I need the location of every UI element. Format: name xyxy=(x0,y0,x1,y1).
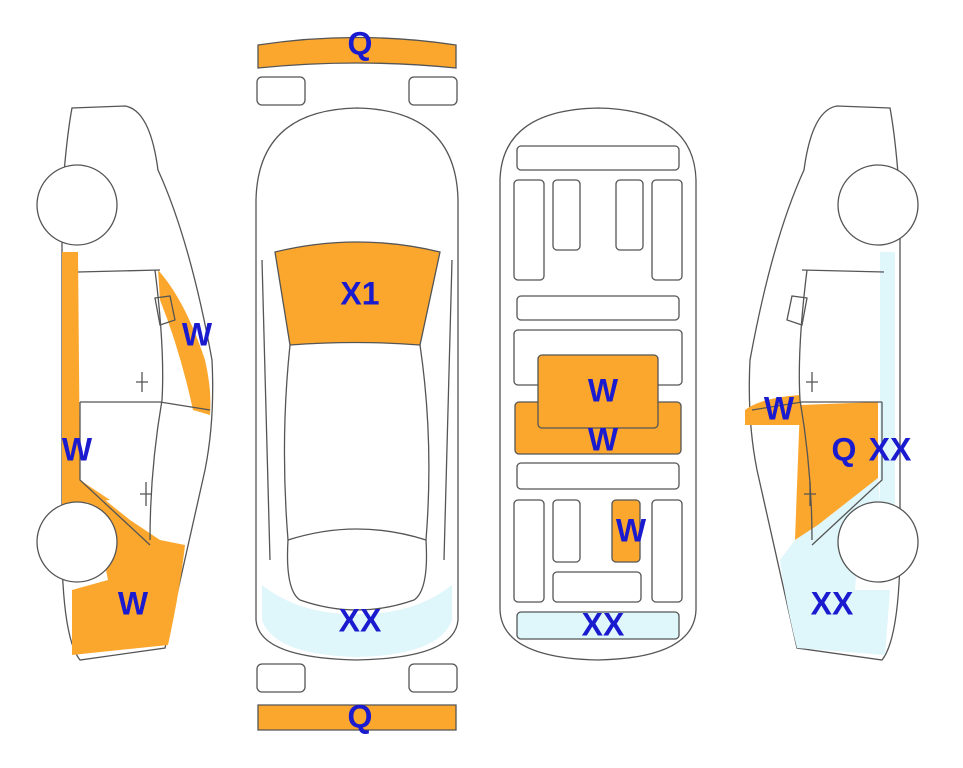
interior-right-door-front xyxy=(651,179,683,281)
label-interior-seat: W xyxy=(588,421,619,457)
interior-driver-seat xyxy=(552,179,581,251)
front-bumper-panel xyxy=(257,36,457,69)
label-left-quarter: W xyxy=(118,585,149,621)
top-rear-right-light xyxy=(408,663,458,693)
left-sill-panel xyxy=(62,252,110,505)
interior-rear-bar xyxy=(516,462,680,490)
label-right-pillar: XX xyxy=(869,431,912,467)
interior-mid-bar xyxy=(516,295,680,321)
left-door-line-upper xyxy=(77,269,211,546)
left-door-handle-2 xyxy=(140,482,152,506)
interior-passenger-seat xyxy=(615,179,644,251)
interior-trunk-panel xyxy=(516,611,680,640)
right-door-panel xyxy=(795,402,878,540)
left-front-wheel xyxy=(36,164,118,246)
label-right-quarter: XX xyxy=(811,585,854,621)
left-door-handle-1 xyxy=(136,372,148,392)
label-left-sill: W xyxy=(62,431,93,467)
top-view xyxy=(255,36,459,731)
interior-left-door-front xyxy=(513,179,545,281)
top-side-lines xyxy=(261,259,453,561)
left-pillar-panel xyxy=(158,270,211,415)
left-mirror xyxy=(154,295,176,326)
interior-console-panel xyxy=(611,499,641,563)
right-door-lines xyxy=(751,269,885,546)
windshield-panel xyxy=(274,241,441,346)
left-side-view xyxy=(36,105,214,661)
top-rear-left-light xyxy=(256,663,306,693)
label-front-bumper: Q xyxy=(348,25,373,61)
right-door-handle-1 xyxy=(806,372,818,392)
right-window-line xyxy=(798,269,813,541)
label-windshield: X1 xyxy=(340,275,379,311)
left-window-line xyxy=(149,269,164,541)
interior-rear-floor xyxy=(552,571,642,603)
label-top-rear: XX xyxy=(339,602,382,638)
right-mirror xyxy=(786,295,808,326)
labels: Q X1 XX Q W W W XX W W W W Q XX XX xyxy=(62,25,912,734)
label-right-mirror: W xyxy=(764,390,795,426)
top-roof-outline xyxy=(283,344,430,541)
right-rear-wheel xyxy=(837,501,919,583)
right-door-handle-2 xyxy=(804,482,816,506)
top-front-right-light xyxy=(408,76,458,106)
right-mirror-panel xyxy=(745,395,800,425)
top-rear-panel xyxy=(262,585,452,657)
right-front-wheel xyxy=(837,164,919,246)
interior-dashboard xyxy=(516,145,680,171)
interior-right-door-rear xyxy=(651,499,683,603)
top-front-left-light xyxy=(256,76,306,106)
label-right-door: Q xyxy=(832,431,857,467)
label-left-pillar: W xyxy=(182,316,213,352)
label-rear-bumper: Q xyxy=(348,698,373,734)
interior-left-door-rear xyxy=(513,499,545,603)
rear-bumper-panel xyxy=(257,704,457,731)
interior-seat-back-panel xyxy=(537,354,659,429)
left-rear-wheel xyxy=(36,501,118,583)
top-rear-window xyxy=(286,539,428,611)
right-pillar-panel xyxy=(880,252,895,505)
interior-rear-left-seat xyxy=(552,499,581,563)
right-side-view xyxy=(745,105,919,661)
label-interior-seat-back: W xyxy=(588,372,619,408)
label-interior-trunk: XX xyxy=(582,606,625,642)
interior-view xyxy=(499,107,697,661)
right-quarter-panel xyxy=(780,478,890,655)
label-interior-console: W xyxy=(616,512,647,548)
